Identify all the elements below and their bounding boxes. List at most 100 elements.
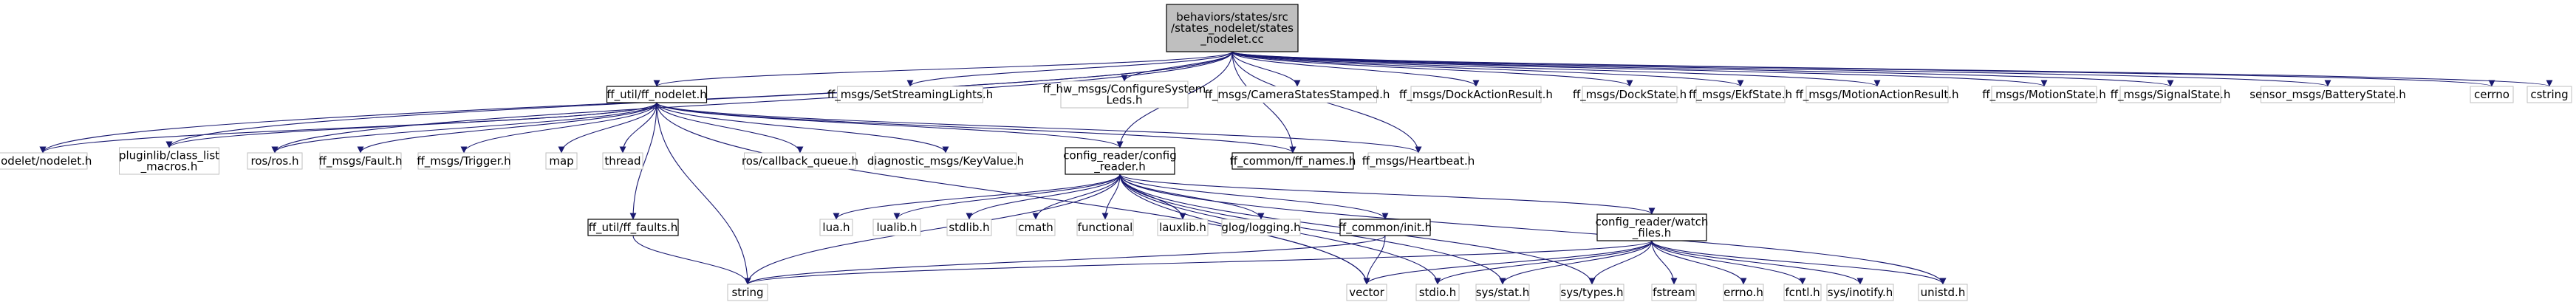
node-lua[interactable]: lua.h — [819, 219, 853, 236]
node-ff_nodelet[interactable]: ff_util/ff_nodelet.h — [606, 86, 708, 103]
node-string-box — [727, 284, 768, 301]
node-sys_types[interactable]: sys/types.h — [1559, 284, 1624, 301]
node-camera_states_stamped[interactable]: ff_msgs/CameraStatesStamped.h — [1205, 86, 1390, 103]
node-sys_stat-label-line: sys/stat.h — [1476, 286, 1530, 299]
node-glog[interactable]: glog/logging.h — [1221, 219, 1301, 236]
node-lauxlib[interactable]: lauxlib.h — [1157, 219, 1209, 236]
node-config_reader[interactable]: config_reader/config_reader.h — [1063, 147, 1177, 175]
edge-root-to-motion_action_result — [1231, 51, 1881, 87]
edge-config_reader-to-lualib — [893, 174, 1121, 220]
edge-watch_files-to-string — [744, 240, 1653, 285]
nodes-layer: behaviors/states/src/states_nodelet/stat… — [0, 4, 2572, 301]
node-map-label-line: map — [549, 154, 573, 168]
node-fault[interactable]: ff_msgs/Fault.h — [319, 152, 403, 170]
node-lua-box — [819, 219, 853, 236]
edge-ff_nodelet-to-ff_names — [656, 102, 1296, 154]
node-functional-box — [1076, 219, 1134, 236]
node-dock_state-box — [1582, 86, 1678, 103]
node-inotify[interactable]: sys/inotify.h — [1826, 284, 1894, 301]
node-inotify-box — [1826, 284, 1894, 301]
node-cerrno[interactable]: cerrno — [2470, 86, 2514, 103]
node-root-label-line: behaviors/states/src — [1176, 10, 1288, 24]
edge-root-to-cerrno — [1231, 51, 2495, 87]
node-lualib[interactable]: lualib.h — [872, 219, 921, 236]
node-thread-label-line: thread — [604, 154, 640, 168]
edge-root-to-battery_state — [1231, 51, 2331, 87]
node-vector[interactable]: vector — [1346, 284, 1387, 301]
edge-watch_files-to-stdio — [1434, 240, 1653, 285]
node-lauxlib-label-line: lauxlib.h — [1159, 221, 1206, 234]
edge-config_reader-to-string — [744, 174, 1121, 285]
node-dock_state[interactable]: ff_msgs/DockState.h — [1573, 86, 1687, 103]
node-ff_nodelet-box — [606, 86, 708, 103]
node-motion_action_result-label-line: ff_msgs/MotionActionResult.h — [1795, 88, 1958, 102]
edge-root-to-ekf_state — [1231, 51, 1744, 87]
edge-watch_files-to-errno — [1651, 240, 1747, 285]
node-camera_states_stamped-box — [1217, 86, 1377, 103]
node-ros-box — [247, 152, 303, 170]
node-dock_action_result[interactable]: ff_msgs/DockActionResult.h — [1399, 86, 1553, 103]
node-lualib-label-line: lualib.h — [877, 221, 918, 234]
node-motion_state[interactable]: ff_msgs/MotionState.h — [1982, 86, 2106, 103]
node-battery_state-label-line: sensor_msgs/BatteryState.h — [2249, 88, 2406, 102]
node-trigger[interactable]: ff_msgs/Trigger.h — [417, 152, 511, 170]
node-errno[interactable]: errno.h — [1723, 284, 1764, 301]
node-vector-box — [1346, 284, 1387, 301]
node-cerrno-label-line: cerrno — [2474, 88, 2510, 101]
edge-ff_nodelet-to-ros — [271, 102, 657, 154]
node-key_value[interactable]: diagnostic_msgs/KeyValue.h — [867, 152, 1024, 170]
edge-root-to-configure_system_leds — [1121, 51, 1233, 82]
node-cmath[interactable]: cmath — [1016, 219, 1056, 236]
node-cstring[interactable]: cstring — [2527, 86, 2572, 103]
node-callback_queue[interactable]: ros/callback_queue.h — [742, 152, 858, 170]
node-stdio[interactable]: stdio.h — [1415, 284, 1460, 301]
node-nodelet[interactable]: nodelet/nodelet.h — [0, 152, 92, 170]
edge-config_reader-to-lua — [833, 174, 1121, 220]
node-ff_init[interactable]: ff_common/init.h — [1339, 219, 1432, 236]
node-battery_state[interactable]: sensor_msgs/BatteryState.h — [2249, 86, 2406, 103]
node-map[interactable]: map — [545, 152, 578, 170]
node-unistd[interactable]: unistd.h — [1918, 284, 1968, 301]
node-root[interactable]: behaviors/states/src/states_nodelet/stat… — [1166, 4, 1299, 52]
node-ff_faults[interactable]: ff_util/ff_faults.h — [587, 219, 679, 236]
node-glog-label-line: glog/logging.h — [1221, 221, 1300, 234]
node-signal_state[interactable]: ff_msgs/SignalState.h — [2111, 86, 2231, 103]
node-ekf_state-box — [1695, 86, 1786, 103]
node-string[interactable]: string — [727, 284, 768, 301]
node-ff_names[interactable]: ff_common/ff_names.h — [1230, 152, 1356, 170]
node-functional[interactable]: functional — [1076, 219, 1134, 236]
node-cerrno-box — [2470, 86, 2514, 103]
node-sys_stat[interactable]: sys/stat.h — [1475, 284, 1530, 301]
node-ekf_state[interactable]: ff_msgs/EkfState.h — [1689, 86, 1792, 103]
edge-root-to-cstring — [1231, 51, 2552, 87]
node-watch_files[interactable]: config_reader/watch_files.h — [1596, 213, 1709, 241]
node-configure_system_leds-label-line: ff_hw_msgs/ConfigureSystem — [1043, 83, 1206, 97]
edge-ff_nodelet-to-ff_faults — [629, 102, 657, 220]
edge-watch_files-to-vector — [1363, 240, 1653, 285]
node-set_streaming_lights[interactable]: ff_msgs/SetStreamingLights.h — [827, 86, 993, 103]
edge-ff_nodelet-to-class_list_macros — [165, 102, 657, 148]
node-watch_files-box — [1596, 213, 1707, 241]
node-thread[interactable]: thread — [602, 152, 643, 170]
node-class_list_macros-label-line: pluginlib/class_list — [119, 149, 219, 163]
node-configure_system_leds-box — [1060, 80, 1189, 109]
node-stdlib[interactable]: stdlib.h — [946, 219, 992, 236]
edge-config_reader-to-unistd — [1119, 174, 1947, 285]
edge-ff_init-to-string — [744, 235, 1386, 285]
node-string-label-line: string — [731, 286, 763, 299]
edge-ff_nodelet-to-map — [558, 102, 657, 154]
node-motion_action_result[interactable]: ff_msgs/MotionActionResult.h — [1795, 86, 1959, 103]
node-ff_init-box — [1339, 219, 1431, 236]
node-fcntl[interactable]: fcntl.h — [1783, 284, 1822, 301]
node-sys_stat-box — [1475, 284, 1530, 301]
node-trigger-box — [417, 152, 510, 170]
node-fault-box — [319, 152, 402, 170]
node-class_list_macros[interactable]: pluginlib/class_list_macros.h — [119, 147, 219, 175]
node-callback_queue-box — [744, 152, 856, 170]
node-heartbeat[interactable]: ff_msgs/Heartbeat.h — [1362, 152, 1475, 170]
node-fstream[interactable]: fstream — [1651, 284, 1697, 301]
node-inotify-label-line: sys/inotify.h — [1828, 286, 1893, 299]
node-ros[interactable]: ros/ros.h — [247, 152, 303, 170]
edge-config_reader-to-ff_init — [1119, 174, 1389, 220]
